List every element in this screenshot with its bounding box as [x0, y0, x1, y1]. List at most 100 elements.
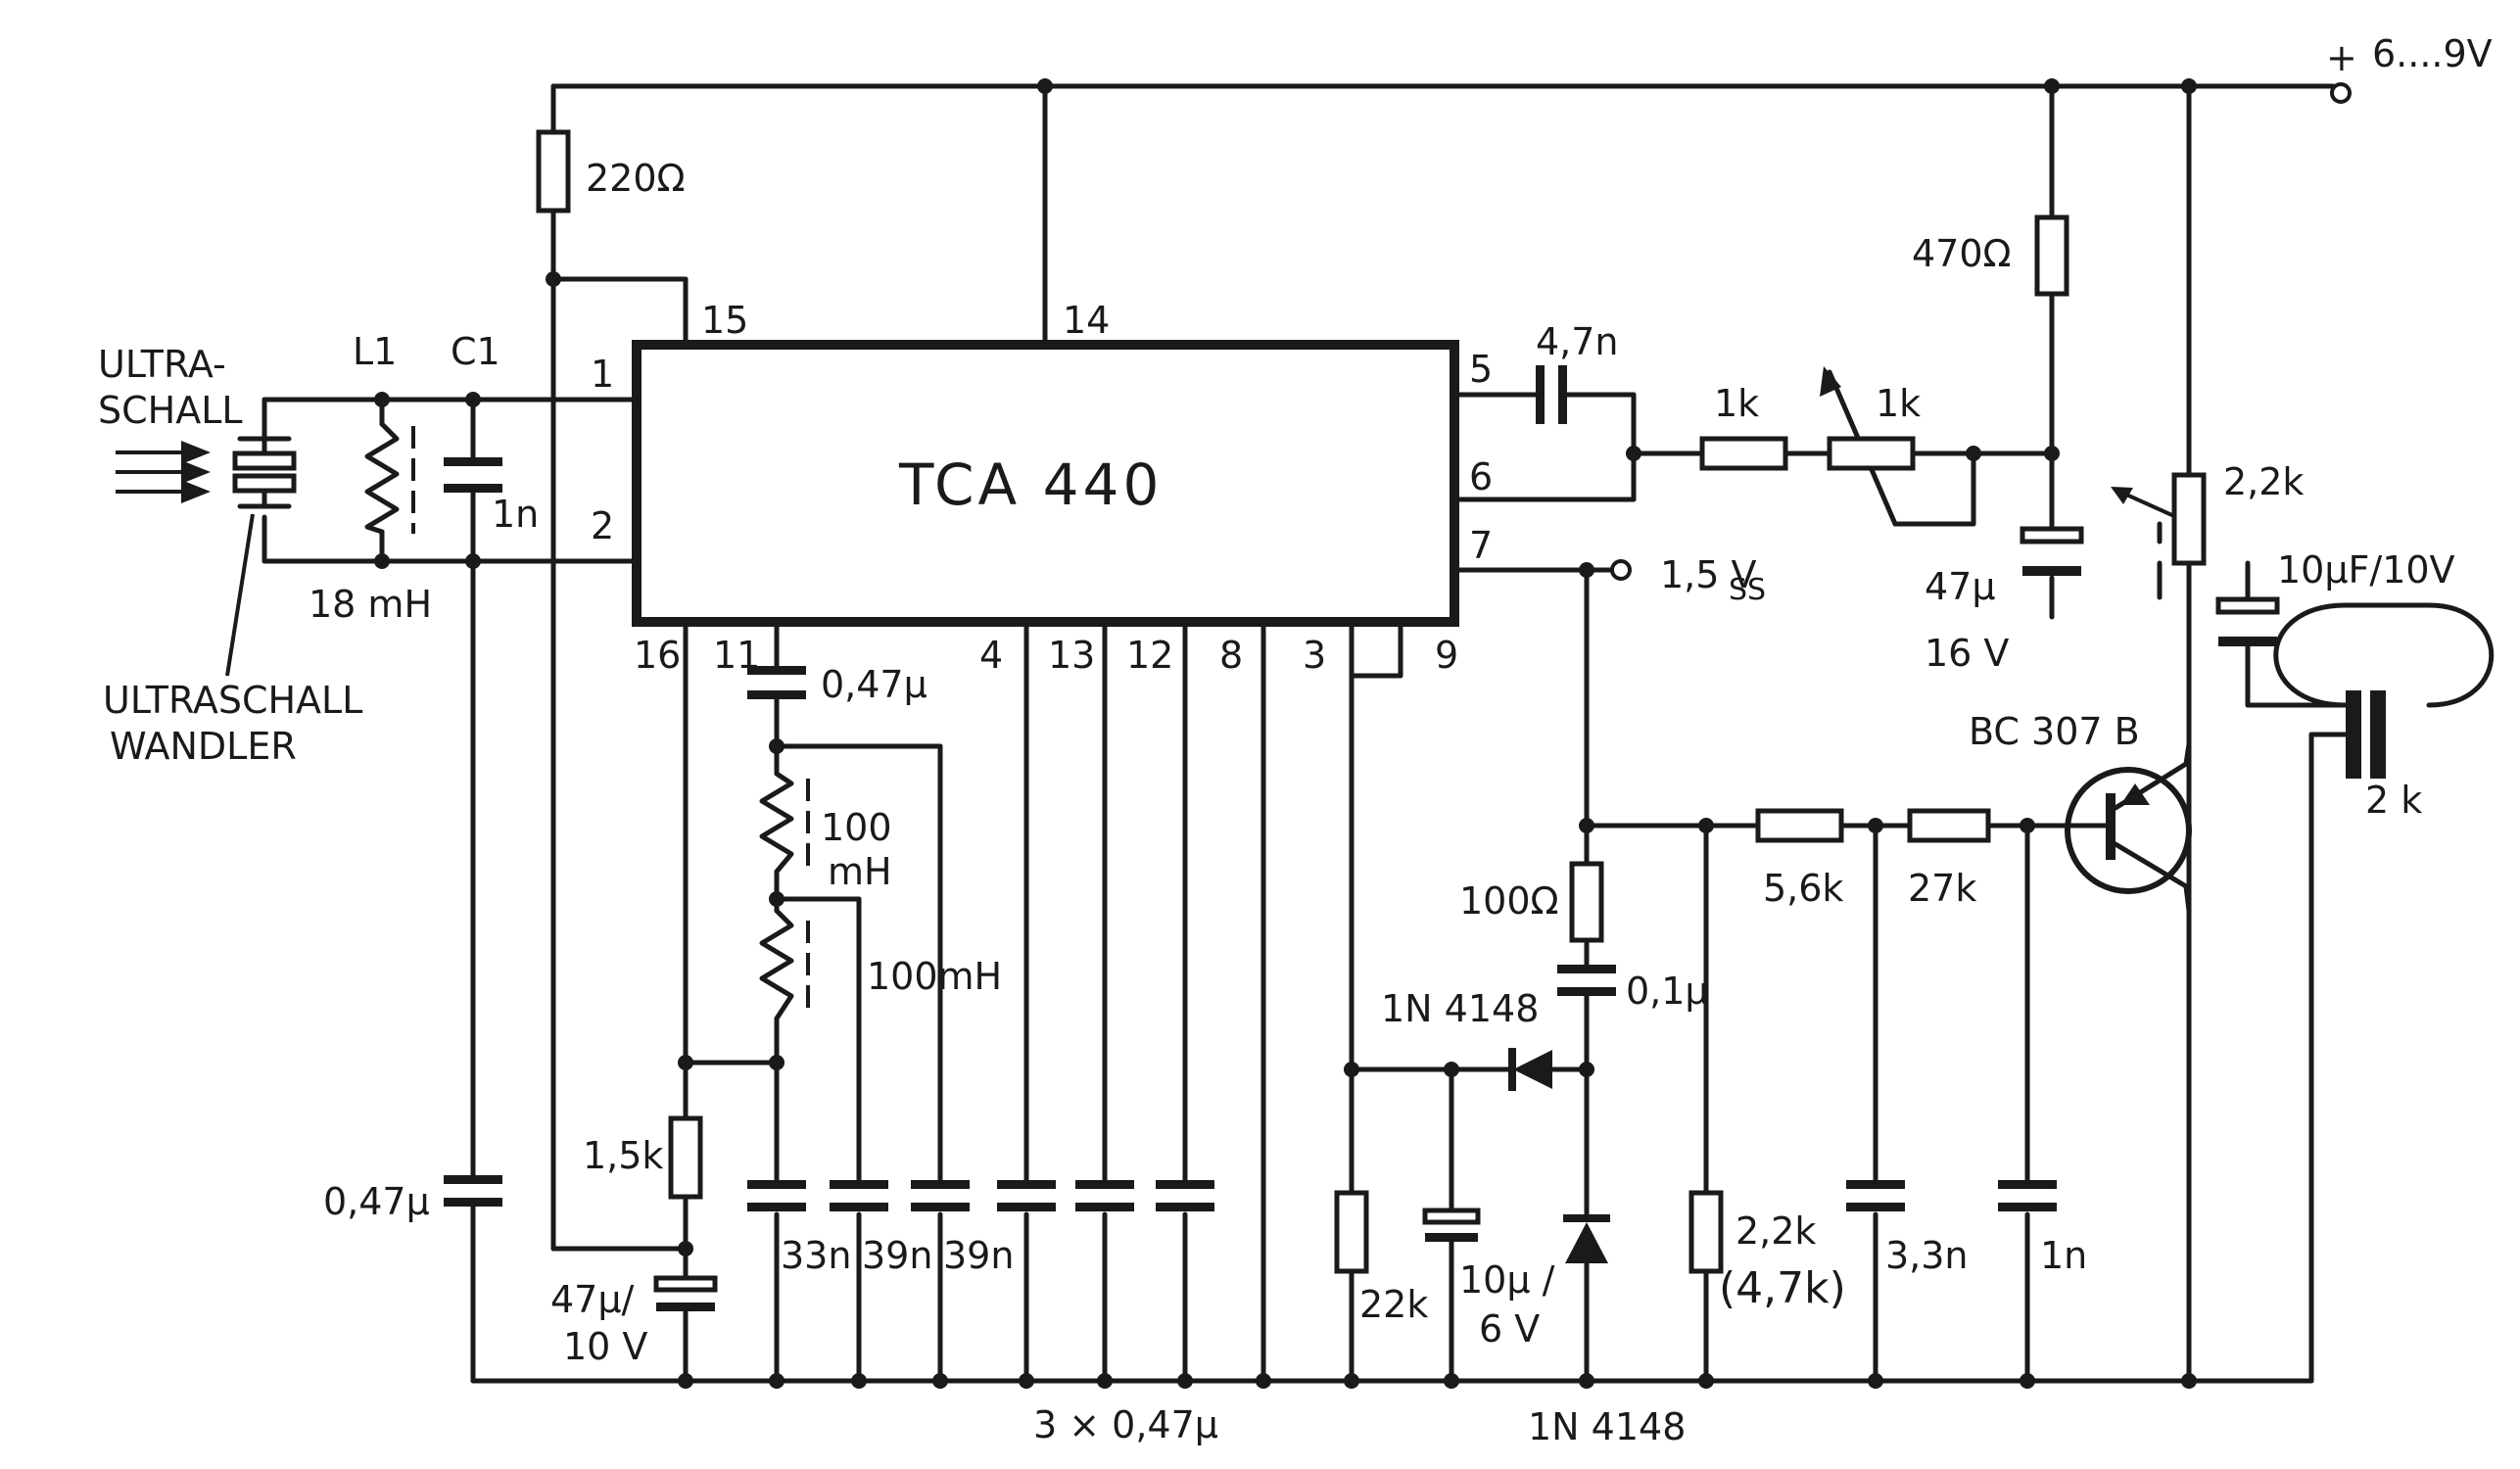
inductor-l1	[364, 421, 415, 535]
r56k-label: 5,6k	[1763, 867, 1843, 910]
c1n-b-label: 1n	[2040, 1234, 2087, 1277]
resistor-470	[2034, 214, 2069, 297]
c10u6-label-2: 6 V	[1479, 1307, 1540, 1351]
c10u6-label-1: 10μ /	[1459, 1258, 1555, 1302]
c39n-a-label: 39n	[862, 1234, 932, 1277]
resistor-27k	[1907, 808, 1991, 843]
pin-3: 3	[1303, 634, 1326, 677]
resistor-220	[536, 129, 571, 213]
c047-pin11-label: 0,47μ	[821, 663, 927, 706]
capacitor-4-7n	[1536, 365, 1567, 424]
supply-label: 6....9V	[2372, 32, 2493, 75]
ultra-label-1: ULTRA-	[98, 343, 226, 386]
vss-terminal	[1610, 559, 1632, 581]
resistor-5-6k	[1755, 808, 1844, 843]
pin-11: 11	[713, 634, 760, 677]
diode-1n4148-horizontal	[1508, 1048, 1560, 1091]
pin-8: 8	[1219, 634, 1243, 677]
pin-15: 15	[701, 299, 748, 342]
l100a-label-2: mH	[828, 850, 892, 893]
c3x-label: 3 × 0,47μ	[1033, 1403, 1218, 1446]
l100a-label-1: 100	[821, 806, 892, 849]
c33n-b-label: 3,3n	[1885, 1234, 1969, 1277]
resistor-1-5k	[668, 1115, 703, 1200]
labels: + 6....9V 15 14 1 2 5 6 7 16 11 4 13 12 …	[98, 32, 2493, 1448]
pin-6: 6	[1469, 455, 1493, 498]
c47n-label: 4,7n	[1536, 320, 1619, 363]
c01u-label: 0,1μ	[1626, 970, 1709, 1013]
ultrasonic-transducer	[116, 436, 297, 677]
supply-plus: +	[2326, 36, 2357, 79]
pin-12: 12	[1126, 634, 1173, 677]
r1k-label: 1k	[1714, 382, 1759, 425]
pin-7: 7	[1469, 524, 1493, 567]
c47u-label: 47μ	[1925, 565, 1996, 608]
pot22k-label: 2,2k	[2223, 460, 2304, 503]
pin-13: 13	[1048, 634, 1095, 677]
inductor-100mh-a	[759, 771, 810, 875]
pin-5: 5	[1469, 348, 1493, 391]
potentiometer-1k	[1820, 366, 1916, 471]
capacitor-47u-10v	[653, 1275, 718, 1311]
c47u10-label-2: 10 V	[563, 1325, 647, 1368]
l100b-label: 100mH	[867, 955, 1002, 998]
pin-2: 2	[591, 504, 614, 547]
resistor-22k	[1334, 1190, 1369, 1274]
capacitor-10u-6v	[1422, 1208, 1481, 1242]
capacitor-10uf-10v	[2215, 596, 2280, 646]
capacitor-0-47u-pin11	[747, 666, 806, 699]
r22k-b-label: 2,2k	[1735, 1209, 1816, 1253]
pin-9: 9	[1435, 634, 1458, 677]
wandler-label-1: ULTRASCHALL	[103, 679, 362, 722]
c10uf-label: 10μF/10V	[2277, 548, 2455, 592]
inductor-100mh-b	[759, 908, 810, 1021]
transistor-bc307b	[2065, 741, 2192, 914]
diode-1n4148-vertical	[1563, 1214, 1610, 1263]
r100-label: 100Ω	[1459, 879, 1559, 923]
phones-label: 2 k	[2365, 779, 2422, 822]
c39n-b-label: 39n	[943, 1234, 1014, 1277]
junction-dots	[374, 78, 2197, 1389]
supply-terminal	[2330, 82, 2352, 104]
c047-left-label: 0,47μ	[323, 1180, 430, 1223]
vss-label: 1,5 V	[1660, 553, 1757, 596]
c33n-label: 33n	[781, 1234, 851, 1277]
r47k-label: (4,7k)	[1719, 1263, 1846, 1313]
headphones-2k	[2273, 602, 2495, 779]
pin-16: 16	[634, 634, 681, 677]
bc307-label: BC 307 B	[1969, 710, 2140, 753]
d1-label: 1N 4148	[1381, 987, 1539, 1030]
resistor-2-2k	[1688, 1190, 1724, 1274]
c47u10-label-1: 47μ/	[550, 1278, 635, 1321]
capacitor-47u-16v	[2020, 526, 2084, 576]
potentiometer-2-2k	[2111, 472, 2207, 566]
l1-label: L1	[353, 330, 397, 373]
ic-tca440: TCA 440	[632, 340, 1459, 627]
r15k-label: 1,5k	[583, 1134, 663, 1177]
r470-label: 470Ω	[1912, 232, 2012, 275]
r220-label: 220Ω	[586, 157, 686, 200]
capacitor-0-47u-left	[444, 1175, 502, 1207]
capacitor-row	[747, 1180, 2057, 1211]
pin-1: 1	[591, 353, 614, 396]
pin-14: 14	[1063, 299, 1110, 342]
wires	[262, 83, 2349, 1384]
capacitor-0-1u	[1557, 965, 1616, 1021]
ultra-label-2: SCHALL	[98, 389, 243, 432]
d2-label: 1N 4148	[1528, 1405, 1686, 1448]
capacitor-c1	[444, 457, 502, 496]
pot1k-label: 1k	[1876, 382, 1921, 425]
ultrasound-arrows	[116, 441, 211, 503]
ic-label: TCA 440	[898, 451, 1163, 518]
l1-value: 18 mH	[309, 583, 432, 626]
pin-4: 4	[979, 634, 1003, 677]
vss-subscript: SS	[1729, 573, 1766, 607]
resistor-1k	[1699, 436, 1788, 471]
resistor-100	[1569, 861, 1604, 943]
r27k-label: 27k	[1908, 867, 1976, 910]
c1-label: C1	[451, 330, 500, 373]
wandler-label-2: WANDLER	[110, 725, 297, 768]
r22k-label: 22k	[1359, 1283, 1428, 1326]
